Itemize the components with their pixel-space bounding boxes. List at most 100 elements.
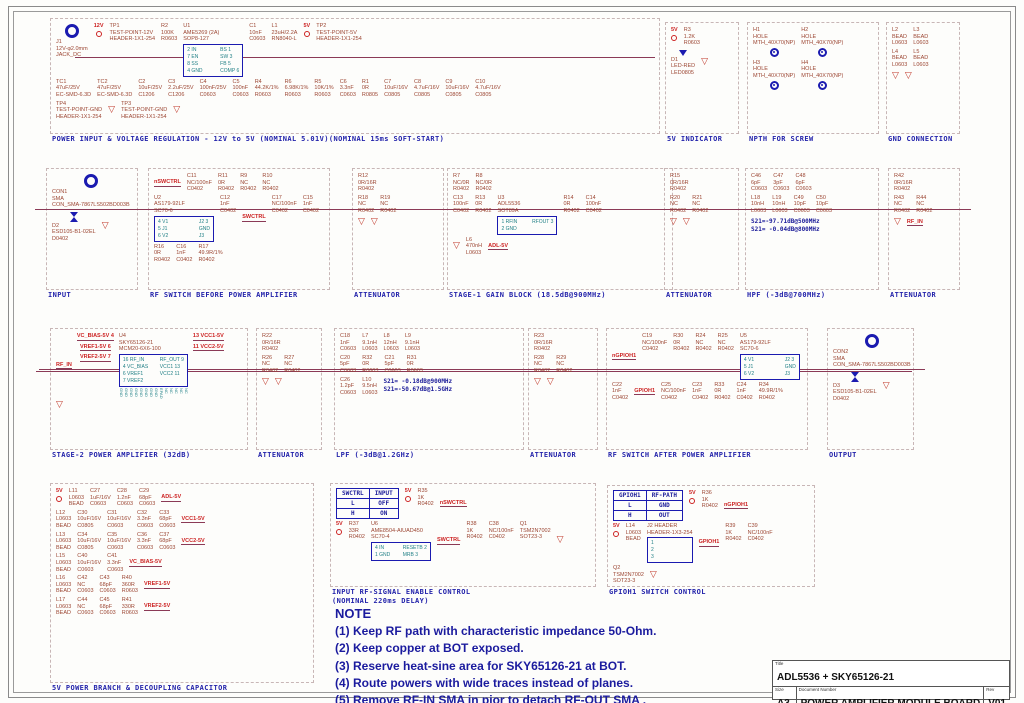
pin: 7 VREF2 xyxy=(122,377,144,384)
part-L1-line: L1 xyxy=(271,23,278,29)
ground-symbol-icon: ▽ xyxy=(701,57,709,68)
part-C16-line: C16 xyxy=(176,243,187,250)
section-title: INPUT RF-SIGNAL ENABLE CONTROL (NOMINAL … xyxy=(332,588,471,605)
connector-CON1-line: SMA xyxy=(52,195,64,202)
title-label: Title xyxy=(775,661,784,666)
part-R13-line: 0R xyxy=(475,201,483,208)
part-C7-line: 10uF/16V xyxy=(384,85,408,92)
part-R44-line: R44 xyxy=(916,194,927,201)
part-C20-line: C0603 xyxy=(340,367,357,374)
ic-U2-line: AS179-92LF xyxy=(154,201,185,208)
notes-block: NOTE (1) Keep RF path with characteristi… xyxy=(335,606,775,703)
part-R2-line: R2 xyxy=(161,23,169,29)
ic-U1-line: AME5269 (2A) xyxy=(183,29,220,36)
power-circle-icon xyxy=(95,30,102,37)
ground-symbol-icon: ▽ xyxy=(882,381,890,392)
part-L19-line: 10nH xyxy=(772,201,786,208)
part-C11-line: C0402 xyxy=(186,186,204,193)
part-C15-line: 1nF xyxy=(302,201,313,208)
section-title: STAGE-1 GAIN BLOCK (18.5dB@900MHz) xyxy=(449,291,606,299)
part-C10-line: C0805 xyxy=(475,91,492,98)
part-C46-line: C46 xyxy=(751,173,762,179)
pin: 2 xyxy=(651,547,654,554)
connector-CON2-line: CON2 xyxy=(833,349,849,355)
connector-J1-line: J1 xyxy=(56,39,62,45)
part-C46-line: C0603 xyxy=(751,186,768,193)
part-L7-line: L0603 xyxy=(362,346,378,353)
part-C21-line: C21 xyxy=(384,354,395,361)
diode-D2-line: D0402 xyxy=(52,235,69,242)
part-TP1-line: HEADER-1X1-254 xyxy=(109,36,156,43)
part-C27-line: C0603 xyxy=(90,501,107,508)
part-R16-line: R0402 xyxy=(154,256,171,263)
part-R44-line: R0402 xyxy=(916,207,933,214)
net-label-VC_BIAS-5V 4: VC_BIAS-5V 4 xyxy=(76,333,114,341)
part-R39-line: 1K xyxy=(725,529,733,536)
part-C31-line: 10uF/16V xyxy=(107,516,132,523)
part-R43-line: R0402 xyxy=(894,207,911,214)
header-J2-line: J2 HEADER xyxy=(647,523,678,529)
part-TC2-line: EC-SMD-6.3D xyxy=(97,91,133,98)
section-title: STAGE-2 POWER AMPLIFIER (32dB) xyxy=(52,451,191,459)
part-C40-line: C40 xyxy=(77,553,88,560)
part-C22-line: 1nF xyxy=(612,388,622,395)
ground-symbol-icon: ▽ xyxy=(274,376,282,387)
part-R20-line: R20 xyxy=(670,194,681,201)
part-L3-line: L3 xyxy=(913,27,920,33)
section-title: ATTENUATOR xyxy=(354,291,401,299)
pin: 4 VC_BIAS xyxy=(122,363,149,370)
part-R32-line: R32 xyxy=(362,354,373,361)
part-TC2-line: 47uF/25V xyxy=(97,85,122,92)
part-L10-line: L0603 xyxy=(362,389,378,396)
truth-table-cell: H xyxy=(613,510,647,521)
part-R44-line: NC xyxy=(916,201,925,208)
part-R3-line: 1.2K xyxy=(683,33,696,40)
pin: VCC1 13 xyxy=(159,363,181,370)
s21-annotation: S21=-97.71dB@500MHz S21= -0.04dB@800MHz xyxy=(751,217,820,233)
part-C3-line: C1206 xyxy=(168,91,185,98)
part-C33-line: 68pF xyxy=(159,516,172,523)
part-R23-line: R23 xyxy=(534,333,545,339)
part-L15-line: L0603 xyxy=(56,559,72,566)
ground-symbol-icon: ▽ xyxy=(108,104,116,115)
part-C47-line: 3pF xyxy=(773,179,783,186)
power-circle-icon xyxy=(613,530,620,537)
part-R43-line: NC xyxy=(894,201,902,208)
part-L16-line: L0603 xyxy=(56,581,72,588)
pin: 5 J1 xyxy=(158,225,168,232)
pin: 2 GND xyxy=(501,225,517,232)
ic-U6-line: SC70-4 xyxy=(370,534,390,541)
part-C15-line: C15 xyxy=(302,194,313,201)
part-R2-line: R0603 xyxy=(161,36,178,43)
